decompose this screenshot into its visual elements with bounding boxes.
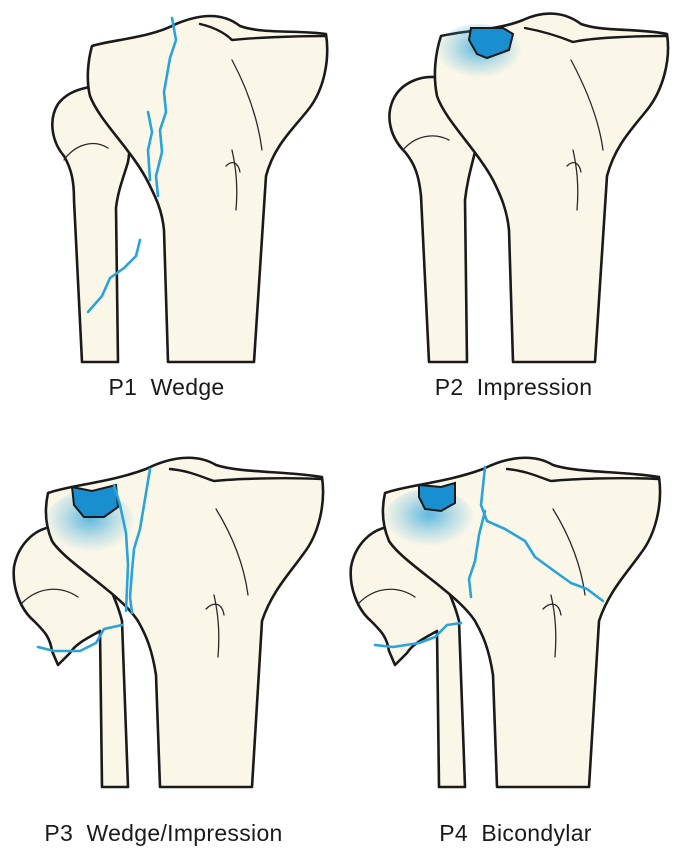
panel-p4-bicondylar: P4 Bicondylar	[337, 425, 674, 850]
panel-p1-wedge: P1 Wedge	[0, 0, 337, 425]
p4-illustration	[337, 425, 674, 850]
p3-illustration	[0, 425, 337, 850]
p3-impression-depression	[72, 485, 118, 517]
p2-caption: P2 Impression	[345, 374, 674, 401]
p1-illustration	[0, 0, 337, 425]
p1-tibia	[88, 16, 327, 362]
p4-impression-depression	[419, 483, 455, 511]
p4-caption: P4 Bicondylar	[347, 820, 674, 847]
panel-p3-wedge-impression: P3 Wedge/Impression	[0, 425, 337, 850]
p2-illustration	[337, 0, 674, 425]
p1-caption: P1 Wedge	[0, 374, 335, 401]
panel-p2-impression: P2 Impression	[337, 0, 674, 425]
p3-caption: P3 Wedge/Impression	[0, 820, 332, 847]
